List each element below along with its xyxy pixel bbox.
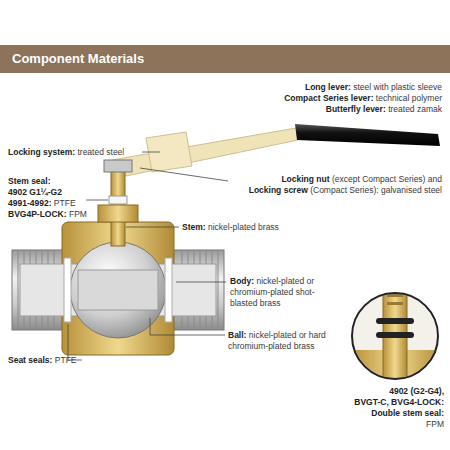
part-name: BVGT-C, BVG4-LOCK: xyxy=(354,397,444,407)
leader-line xyxy=(140,168,228,181)
callout-line: Ball:nickel-plated or hard chromium-plat… xyxy=(228,330,346,352)
ball xyxy=(70,242,166,338)
callout-group: Locking nut(except Compact Series) andLo… xyxy=(249,174,442,196)
leader-line xyxy=(150,318,225,335)
callout-line: Seat seals:PTFE xyxy=(8,355,77,366)
callout-line: Locking system:treated steel xyxy=(8,147,124,158)
leader-line xyxy=(86,200,108,201)
leader-line xyxy=(176,282,226,283)
callout-group: 4902 (G2-G4),BVGT-C, BVG4-LOCK:Double st… xyxy=(354,386,444,430)
stem-seal xyxy=(109,196,127,204)
callout-line: 4902 G1¼-G2 xyxy=(8,187,87,198)
callout-line: Stem:nickel-plated brass xyxy=(182,222,279,233)
callout-line: Compact Series lever:technical polymer xyxy=(284,93,442,104)
callout-group: Locking system:treated steel xyxy=(8,147,124,158)
gland-nut xyxy=(98,205,138,222)
lever-grip xyxy=(295,124,440,146)
callout-line: FPM xyxy=(354,419,444,430)
part-name: 4902 G1¼-G2 xyxy=(8,187,62,197)
callout-line: Stem seal: xyxy=(8,176,87,187)
part-name: Locking nut xyxy=(281,174,329,184)
seat-seal xyxy=(64,258,71,322)
material-text: technical polymer xyxy=(376,93,442,103)
material-text: treated steel xyxy=(77,147,124,157)
material-text: nickel-plated brass xyxy=(208,222,279,232)
detail-circle xyxy=(352,293,438,379)
callout-group: Stem:nickel-plated brass xyxy=(182,222,279,233)
material-text: (Compact Series): xyxy=(310,185,379,195)
callout-group: Seat seals:PTFE xyxy=(8,355,77,366)
material-text: PTFE xyxy=(55,355,77,365)
callout-line: BVGT-C, BVG4-LOCK: xyxy=(354,397,444,408)
part-name: BVG4P-LOCK: xyxy=(8,209,67,219)
part-name: Ball: xyxy=(228,330,246,340)
material-text: treated zamak xyxy=(388,104,442,114)
callout-group: Ball:nickel-plated or hard chromium-plat… xyxy=(228,330,346,352)
callout-line: 4991-4992:PTFE xyxy=(8,198,87,209)
heading: Component Materials xyxy=(12,50,144,67)
callout-line: BVG4P-LOCK:FPM xyxy=(8,209,87,220)
material-text: (except Compact Series) and xyxy=(332,174,442,184)
callout-group: Long lever:steel with plastic sleeveComp… xyxy=(284,82,442,115)
ball-bore xyxy=(78,270,158,310)
bore xyxy=(20,264,216,316)
callout-line: Locking screw(Compact Series):galvanised… xyxy=(249,185,442,196)
leader-line xyxy=(68,324,82,360)
material-text: FPM xyxy=(69,209,87,219)
part-name: 4991-4992: xyxy=(8,198,51,208)
callout-line: Body:nickel-plated or chromium-plated sh… xyxy=(230,276,338,309)
part-name: Locking screw xyxy=(249,185,308,195)
part-name: Body: xyxy=(230,276,254,286)
seat-seal xyxy=(165,258,172,322)
material-text: PTFE xyxy=(54,198,76,208)
part-name: Stem seal: xyxy=(8,176,51,186)
material-text: steel with plastic sleeve xyxy=(353,82,442,92)
header-band xyxy=(0,45,450,73)
part-name: Double stem seal: xyxy=(371,408,444,418)
part-name: Locking system: xyxy=(8,147,75,157)
callout-line: Butterfly lever:treated zamak xyxy=(284,104,442,115)
lever-arm xyxy=(112,128,298,176)
part-name: Butterfly lever: xyxy=(326,104,386,114)
leader-line xyxy=(142,152,160,153)
callout-line: Long lever:steel with plastic sleeve xyxy=(284,82,442,93)
part-name: Long lever: xyxy=(305,82,351,92)
material-text: galvanised steel xyxy=(381,185,442,195)
part-name: 4902 (G2-G4), xyxy=(389,386,444,396)
leader-line xyxy=(126,227,179,228)
part-name: Stem: xyxy=(182,222,206,232)
part-name: Seat seals: xyxy=(8,355,52,365)
callout-line: Locking nut(except Compact Series) and xyxy=(249,174,442,185)
callout-group: Body:nickel-plated or chromium-plated sh… xyxy=(230,276,338,309)
callout-line: Double stem seal: xyxy=(354,408,444,419)
callout-line: 4902 (G2-G4), xyxy=(354,386,444,397)
part-name: Compact Series lever: xyxy=(284,93,373,103)
locking-nut xyxy=(104,160,132,172)
callout-group: Stem seal:4902 G1¼-G24991-4992:PTFEBVG4P… xyxy=(8,176,87,220)
material-text: FPM xyxy=(426,419,444,429)
